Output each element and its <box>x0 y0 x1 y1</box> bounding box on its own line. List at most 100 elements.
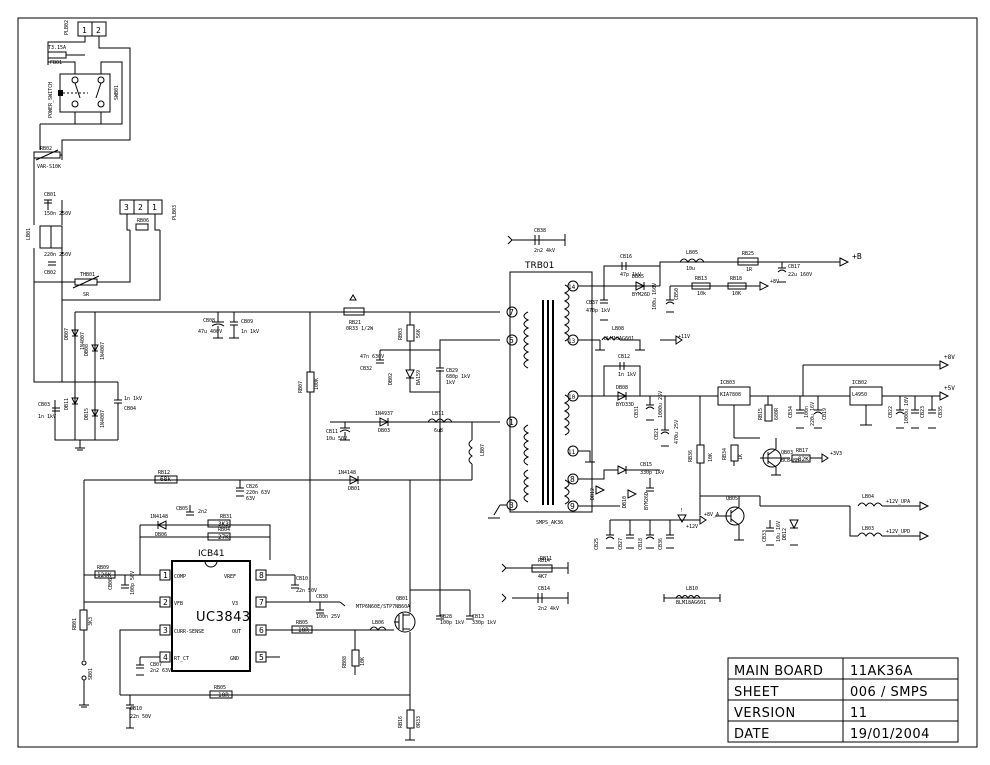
thermistor-label: THB01 <box>80 272 95 278</box>
cb13-value: 330p 1kV <box>472 620 496 626</box>
plb03-pin1: 1 <box>152 203 157 212</box>
cb22-value: 1000u 10V <box>904 397 910 424</box>
ic-pin6-num: 6 <box>259 626 264 635</box>
tr-pin8: 8 <box>570 475 575 484</box>
rb05-label: RB05 <box>214 685 226 691</box>
db10-part: BYM26D <box>644 492 650 510</box>
cb35-label: CB35 <box>938 406 944 418</box>
cb50-value: 100u 160V <box>652 283 658 310</box>
rb31-label: RB31 <box>220 514 232 520</box>
rb17-label: RB17 <box>796 448 808 454</box>
cb11-label: CB11 <box>326 429 338 435</box>
output-12v-upa: +12V_UPA <box>886 499 910 505</box>
rb01-resistor <box>79 609 88 631</box>
rb18-value: 10K <box>732 291 741 297</box>
ic-pin1-name: COMP <box>174 574 186 580</box>
transformer-body <box>509 271 593 513</box>
bridge-db11: DB11 <box>64 398 70 410</box>
rb34-label: RB34 <box>722 448 728 460</box>
lb01-label: LB01 <box>26 228 32 240</box>
lb08-label: LB08 <box>612 326 624 332</box>
lb03-label: LB03 <box>862 526 874 532</box>
cb06-label: CB06 <box>108 578 114 590</box>
cb06b-value: 22n 50V <box>130 714 151 720</box>
rb08-resistor <box>351 649 360 667</box>
lb10-inductor <box>675 595 701 599</box>
icb02-label: ICB02 <box>852 380 867 386</box>
cb21-value: 470u 25V <box>674 420 680 444</box>
cb37-value: 470p 1kV <box>586 308 610 314</box>
rb34-value: 1K <box>738 454 744 460</box>
sb01-label: SB01 <box>88 668 94 680</box>
ic-pin2-name: VFB <box>174 601 183 607</box>
db01-label: DB01 <box>348 486 360 492</box>
ic-pin8-name: VREF <box>224 574 236 580</box>
cb07-label: CB07 <box>150 662 162 668</box>
cb08-value: 47u 400V <box>198 329 222 335</box>
tr-pin1: 1 <box>509 418 514 427</box>
rb05b-resistor <box>291 625 313 634</box>
rb12-value: 68k <box>160 476 171 483</box>
qb03-part: BC848B <box>781 458 799 464</box>
ic-ucb41-body <box>171 560 251 672</box>
ic-part: UC3843 <box>196 610 251 625</box>
cb28-value: 100p 1kV <box>440 620 464 626</box>
cb30-value: 100n 25V <box>316 614 340 620</box>
cb18-label: CB18 <box>638 538 644 550</box>
tr-pin9: 9 <box>570 502 575 511</box>
power-switch-label: POWER_SWITCH <box>48 82 54 118</box>
lb11-value: 6u8 <box>434 428 443 434</box>
plb02-label: PLB02 <box>64 20 70 35</box>
cb02-value: 220n 250V <box>44 252 71 258</box>
cb32-value: 47n 630V <box>360 354 384 360</box>
tb-version-label: VERSION <box>734 706 796 721</box>
rb31-resistor <box>207 519 231 528</box>
tb-sheet-label: SHEET <box>734 685 779 700</box>
rb25-label: RB25 <box>742 251 754 257</box>
cb12-value: 1n 1kV <box>618 372 636 378</box>
rb07-resistor <box>306 371 315 393</box>
bridge-db15: DB15 <box>84 408 90 420</box>
lb05-value: 10u <box>686 266 695 272</box>
lb08-inductor <box>601 337 621 341</box>
cb12-label: CB12 <box>618 354 630 360</box>
rb14-label: RB14 <box>538 558 550 564</box>
lb10-label: LB10 <box>686 586 698 592</box>
sheet-border <box>17 17 978 748</box>
fuse-value: T3.15A <box>48 45 66 51</box>
ic-pin4-name: RT_CT <box>174 656 189 662</box>
bridge-part-2: 1N4007 <box>100 342 106 360</box>
rb25-value: 1R <box>746 267 753 273</box>
rb21-label: RB21 <box>349 320 361 326</box>
db08-label: DB08 <box>616 385 628 391</box>
rb07-label: RB07 <box>298 381 304 393</box>
ic-pin7-name: V3 <box>232 601 238 607</box>
fuse-symbol <box>47 51 67 59</box>
rb16-label: RB16 <box>398 716 404 728</box>
db03-part: 1N4937 <box>375 411 393 417</box>
db06-part: 1N4148 <box>150 514 168 520</box>
qb01-part: MTP6N60E/STP7NB60A <box>356 604 410 610</box>
rb12-resistor <box>154 475 178 484</box>
rb12-label: RB12 <box>158 470 170 476</box>
tb-version-value: 11 <box>850 706 868 721</box>
db05-part: BYM26D <box>632 292 650 298</box>
cb04-label: CB04 <box>124 406 136 412</box>
rb21-value: 0R33 1/2W <box>346 326 374 332</box>
cb30-label: CB30 <box>316 594 328 600</box>
db01-part: 1N4148 <box>338 470 356 476</box>
tb-sheet-value: 006 / SMPS <box>850 685 928 700</box>
qb03-label: QB03 <box>781 450 793 456</box>
rb03-label: RB03 <box>398 328 404 340</box>
rb13-label: RB13 <box>695 276 707 282</box>
ic-pin2-num: 2 <box>163 598 168 607</box>
cb28-label: CB28 <box>440 614 452 620</box>
ic-pin7-num: 7 <box>259 598 264 607</box>
icb02-part: L4950 <box>852 392 867 398</box>
cb17-label: CB17 <box>788 264 800 270</box>
plb03-pin3: 3 <box>124 203 129 212</box>
cb16-value: 47p 1kV <box>620 272 641 278</box>
db05-label: DB05 <box>632 274 644 280</box>
ic-pin3-name: CURR-SENSE <box>174 629 204 635</box>
rb36-value: 10K <box>708 453 714 462</box>
